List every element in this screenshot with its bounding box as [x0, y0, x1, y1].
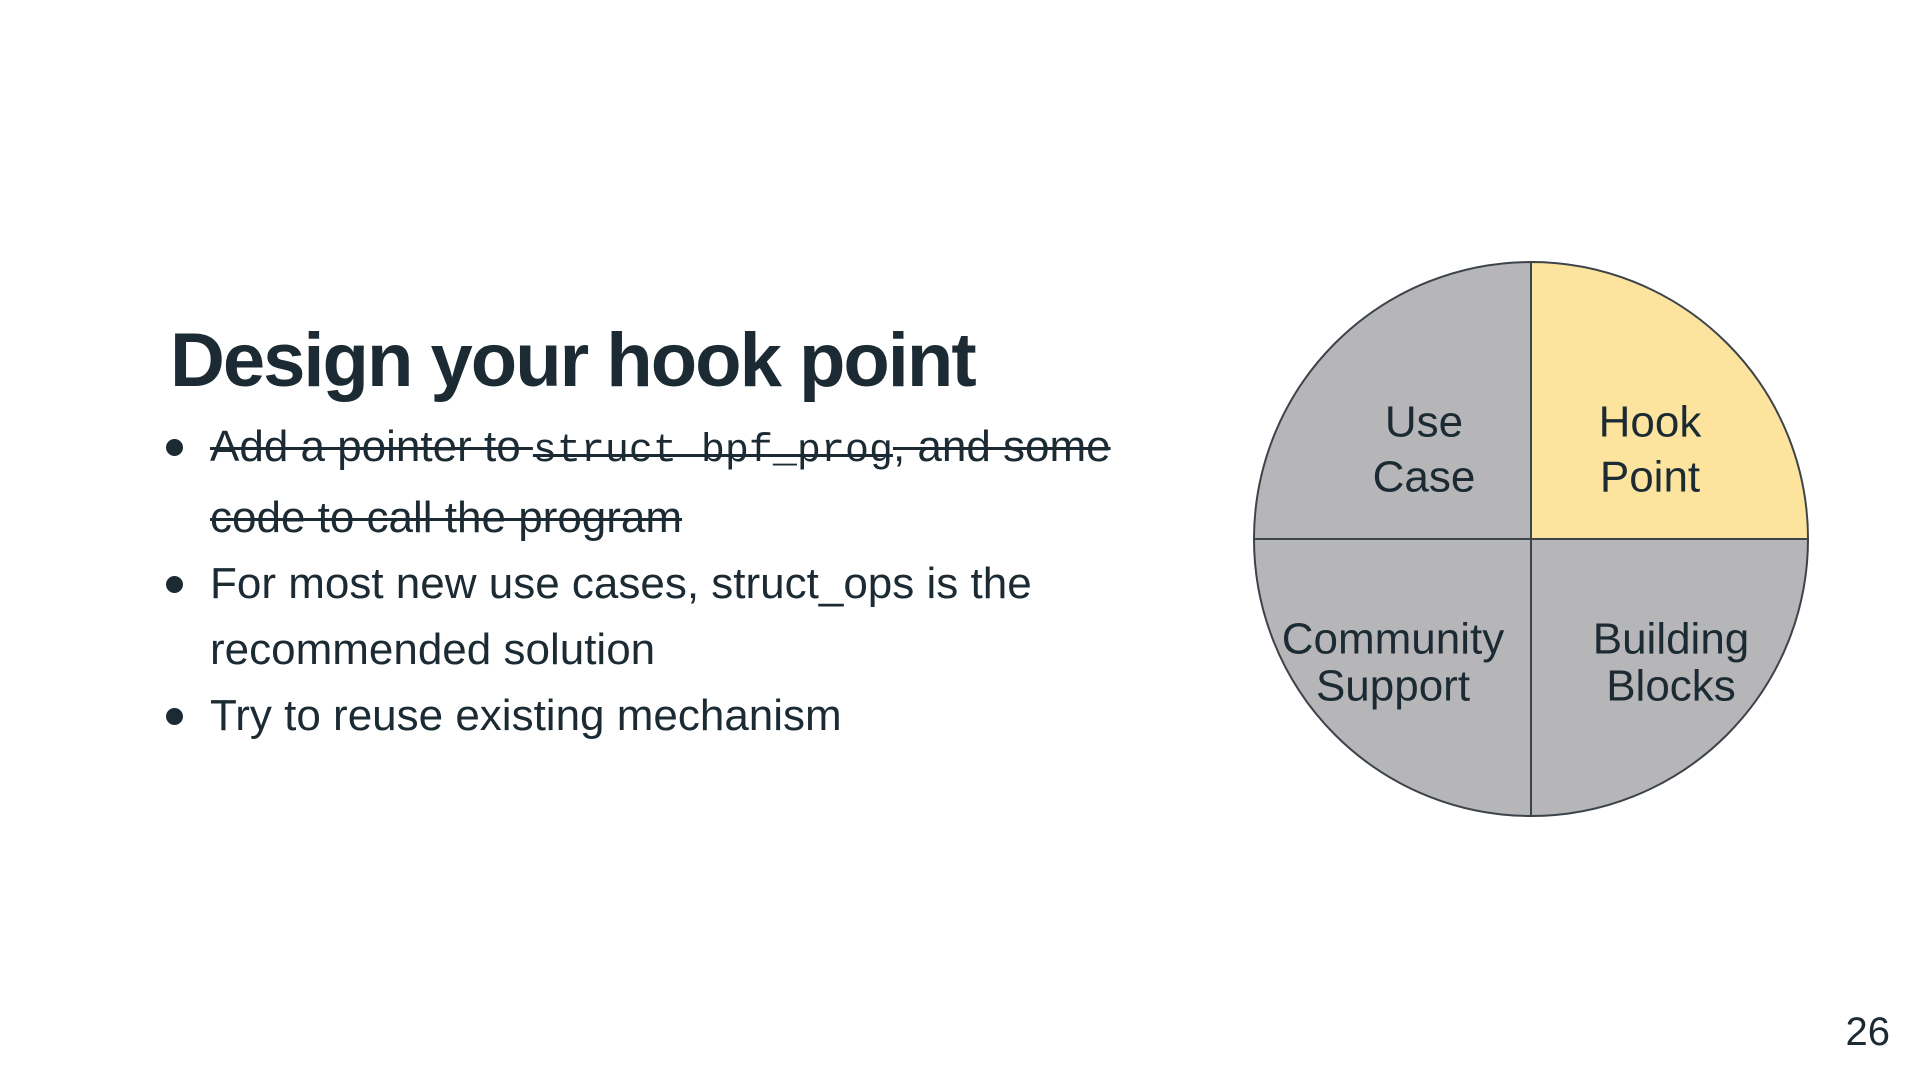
- inline-code: struct bpf_prog: [532, 429, 893, 474]
- slice-label-building-blocks-line1: Building: [1593, 615, 1750, 664]
- pie-slice-use-case: [1253, 261, 1532, 540]
- slice-label-use-case-line1: Use: [1385, 398, 1463, 447]
- bullet-text: For most new use cases, struct_ops is th…: [210, 559, 1032, 674]
- slice-label-community-support-line1: Community: [1282, 615, 1505, 664]
- bullet-list: Add a pointer to struct bpf_prog, and so…: [160, 414, 1170, 749]
- pie-slice-community-support: [1253, 538, 1532, 817]
- bullet-item-3: Try to reuse existing mechanism: [160, 683, 1170, 749]
- bullet-item-1: Add a pointer to struct bpf_prog, and so…: [160, 414, 1170, 551]
- bullet-dot: [166, 576, 183, 593]
- bullet-1-prefix: Add a pointer to: [210, 422, 533, 471]
- quadrant-pie-svg: Use Case Hook Point Building Blocks Comm…: [1253, 261, 1809, 817]
- bullet-item-2: For most new use cases, struct_ops is th…: [160, 551, 1170, 683]
- page-number: 26: [1845, 1010, 1891, 1054]
- bullet-text-struck: Add a pointer to struct bpf_prog, and so…: [210, 414, 1160, 551]
- slice-label-community-support-line2: Support: [1316, 662, 1470, 711]
- pie-slice-hook-point: [1530, 261, 1809, 540]
- quadrant-pie-chart: Use Case Hook Point Building Blocks Comm…: [1252, 260, 1810, 818]
- slide-title: Design your hook point: [170, 317, 977, 403]
- bullet-text: Try to reuse existing mechanism: [210, 691, 842, 740]
- slice-label-building-blocks-line2: Blocks: [1606, 662, 1736, 711]
- pie-slice-building-blocks: [1530, 538, 1809, 817]
- slice-label-hook-point-line2: Point: [1600, 453, 1700, 502]
- bullet-dot: [166, 708, 183, 725]
- bullet-dot: [166, 439, 183, 456]
- slice-label-hook-point-line1: Hook: [1599, 398, 1703, 447]
- slice-label-use-case-line2: Case: [1373, 453, 1476, 502]
- bullet-1-suffix: , and some code to call the program: [210, 422, 1111, 542]
